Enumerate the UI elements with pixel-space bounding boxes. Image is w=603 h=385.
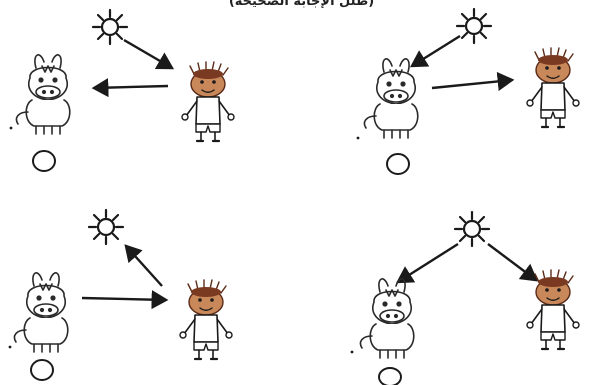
sun-icon — [453, 210, 491, 248]
option-bottom-left — [8, 208, 234, 381]
option-bottom-right — [350, 210, 581, 385]
arrow-icon — [124, 244, 163, 287]
dot-marker — [9, 126, 13, 130]
donkey-icon — [15, 54, 71, 135]
child-icon — [180, 60, 236, 143]
child-icon — [178, 278, 234, 361]
instruction-text: (ظلل الإجابة الصحيحة) — [228, 0, 375, 9]
child-icon — [525, 46, 581, 129]
sun-icon — [91, 8, 129, 46]
answer-circle[interactable] — [378, 367, 402, 385]
arrow-icon — [81, 290, 169, 310]
dot-marker — [356, 136, 360, 140]
sun-icon — [87, 208, 125, 246]
arrow-icon — [123, 38, 175, 70]
dot-marker — [350, 350, 354, 354]
child-icon — [525, 268, 581, 351]
donkey-icon — [359, 278, 415, 359]
donkey-icon — [363, 58, 419, 139]
option-top-left — [9, 8, 236, 172]
arrow-icon — [395, 242, 459, 284]
arrow-icon — [409, 34, 461, 68]
option-top-right — [356, 7, 581, 175]
answer-circle[interactable] — [32, 150, 56, 172]
arrow-icon — [431, 71, 515, 91]
answer-circle[interactable] — [386, 153, 410, 175]
sun-icon — [455, 7, 493, 45]
arrow-icon — [487, 243, 538, 282]
donkey-icon — [13, 272, 69, 353]
arrow-icon — [91, 78, 169, 98]
answer-circle[interactable] — [30, 359, 54, 381]
dot-marker — [8, 345, 12, 349]
